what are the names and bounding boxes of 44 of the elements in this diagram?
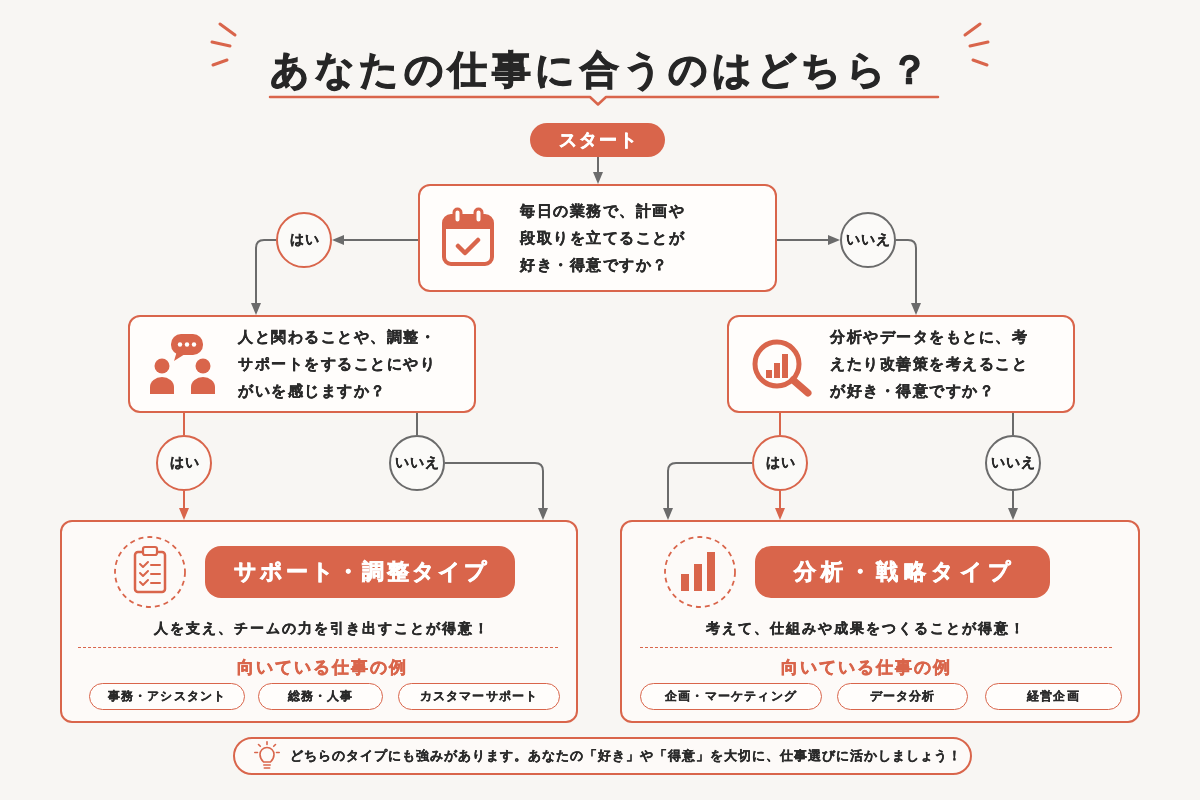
arrow bbox=[663, 462, 753, 520]
job-chip: 事務・アシスタント bbox=[89, 683, 245, 710]
examples-heading: 向いている仕事の例 bbox=[780, 656, 952, 678]
job-chip: カスタマーサポート bbox=[398, 683, 560, 710]
result-panel bbox=[620, 520, 1140, 723]
connector-line bbox=[416, 412, 418, 436]
question-text: 毎日の業務で、計画や段取りを立てることが好き・得意ですか？ bbox=[520, 200, 686, 276]
question-box bbox=[418, 184, 777, 292]
question-box bbox=[727, 315, 1075, 413]
answer-circle: いいえ bbox=[840, 212, 896, 268]
job-chip: データ分析 bbox=[837, 683, 968, 710]
result-description: 考えて、仕組みや成果をつくることが得意！ bbox=[706, 619, 1026, 638]
arrow bbox=[1008, 490, 1018, 520]
result-panel bbox=[60, 520, 578, 723]
connector-line bbox=[1012, 412, 1014, 436]
question-text: 人と関わることや、調整・サポートをすることにやりがいを感じますか？ bbox=[238, 326, 437, 402]
arrow bbox=[895, 239, 921, 315]
tip-box bbox=[233, 737, 972, 775]
answer-circle: はい bbox=[156, 435, 212, 491]
job-chip: 企画・マーケティング bbox=[640, 683, 822, 710]
arrow bbox=[332, 235, 419, 245]
arrow bbox=[775, 490, 785, 520]
answer-circle: はい bbox=[752, 435, 808, 491]
start-pill: スタート bbox=[530, 123, 665, 157]
arrow bbox=[593, 156, 603, 184]
result-description: 人を支え、チームの力を引き出すことが得意！ bbox=[154, 619, 490, 638]
job-chip: 経営企画 bbox=[985, 683, 1122, 710]
answer-circle: いいえ bbox=[389, 435, 445, 491]
examples-heading: 向いている仕事の例 bbox=[236, 656, 408, 678]
arrow bbox=[444, 462, 548, 520]
job-chip: 総務・人事 bbox=[258, 683, 383, 710]
answer-circle: いいえ bbox=[985, 435, 1041, 491]
connector-line bbox=[779, 412, 781, 436]
arrow bbox=[251, 239, 277, 315]
question-box bbox=[128, 315, 476, 413]
type-title-pill: 分析・戦略タイプ bbox=[755, 546, 1050, 598]
type-title-pill: サポート・調整タイプ bbox=[205, 546, 515, 598]
answer-circle: はい bbox=[276, 212, 332, 268]
tip-text: どちらのタイプにも強みがあります。あなたの「好き」や「得意」を大切に、仕事選びに活かしましょう！ bbox=[290, 748, 962, 764]
connector-line bbox=[183, 412, 185, 436]
arrow bbox=[776, 235, 840, 245]
arrow bbox=[179, 490, 189, 520]
question-text: 分析やデータをもとに、考えたり改善策を考えることが好き・得意ですか？ bbox=[830, 326, 1029, 402]
title: あなたの仕事に合うのはどちら？ bbox=[270, 49, 934, 91]
